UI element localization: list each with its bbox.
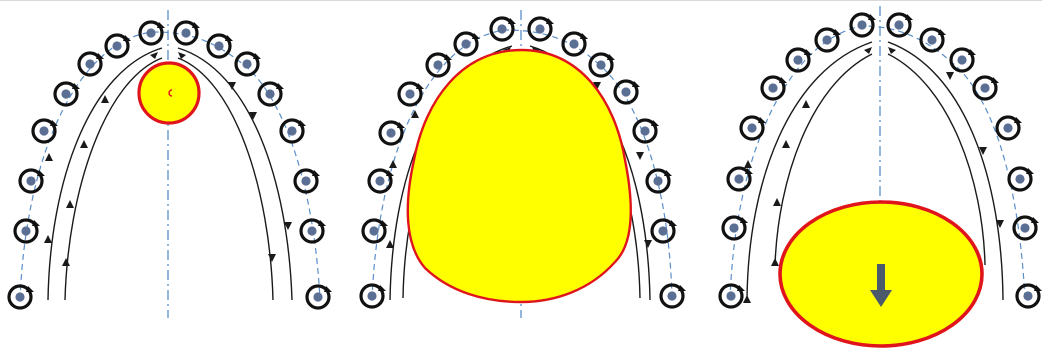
vortex-ring-icon (15, 220, 40, 242)
vortex-ring-icon (951, 49, 976, 71)
vortex-ring-icon (361, 285, 386, 307)
vortex-ring-icon (661, 285, 686, 307)
vortex-ring-icon (399, 83, 424, 105)
vortex-ring-icon (427, 54, 452, 76)
vortex-ring-icon (741, 117, 766, 139)
vortex-ring-icon (369, 170, 394, 192)
vortex-ring-icon (363, 220, 388, 242)
vortex-ring-icon (720, 285, 745, 307)
vortex-ring-icon (974, 77, 999, 99)
vortex-ring-icon (590, 54, 615, 76)
vortex-ring-icon (281, 120, 306, 142)
vortex-ring-icon (997, 117, 1022, 139)
vortex-ring-icon (9, 286, 34, 308)
panel-detached-bubble (720, 6, 1042, 346)
vortex-ring-icon (921, 29, 946, 51)
panel-small-bubble (9, 10, 332, 318)
vortex-ring-icon (728, 168, 753, 190)
vortex-ring-icon (888, 14, 913, 36)
vortex-ring-icon (106, 35, 131, 57)
vortex-ring-icon (634, 120, 659, 142)
vortex-ring-icon (236, 53, 261, 75)
bubble-small (139, 63, 199, 123)
panel-large-bubble (361, 10, 686, 318)
vortex-ring-icon (1017, 285, 1042, 307)
vortex-ring-icon (259, 83, 284, 105)
vortex-ring-icon (79, 53, 104, 75)
vortex-ring-icon (652, 220, 677, 242)
vortex-ring-icon (20, 170, 45, 192)
vortex-ring-icon (455, 33, 480, 55)
vortex-ring-icon (787, 49, 812, 71)
vortex-ring-icon (33, 120, 58, 142)
vortex-ring-icon (762, 77, 787, 99)
vortex-ring-icon (529, 18, 554, 40)
vortex-ring-icon (1009, 168, 1034, 190)
vortex-ring-icon (491, 18, 516, 40)
vortex-ring-icon (295, 170, 320, 192)
vortex-ring-icon (301, 220, 326, 242)
vortex-ring-icon (851, 14, 876, 36)
vortex-ring-icon (175, 22, 200, 44)
vortex-ring-icon (816, 29, 841, 51)
